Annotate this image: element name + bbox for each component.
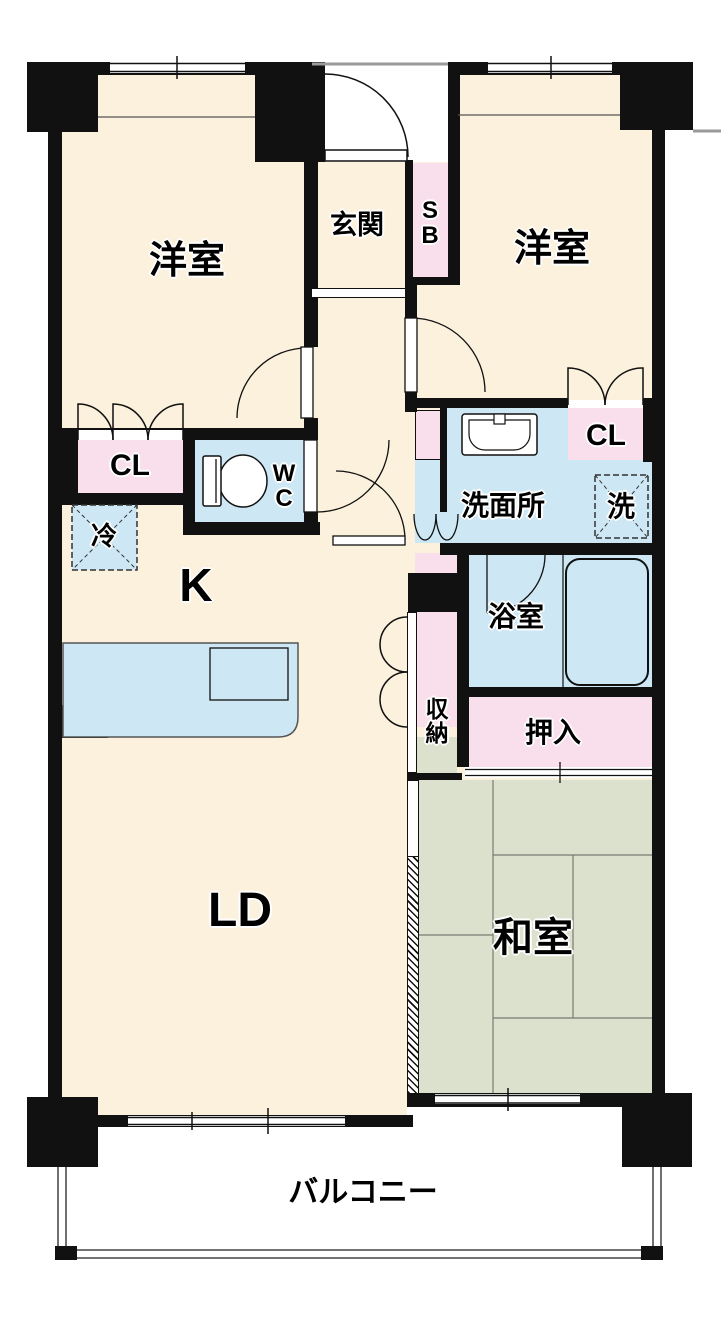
partition-door-leaf [407,780,419,857]
wall-hall-room2-stub [405,392,417,412]
room-futon-closet [467,697,652,767]
wall-cl1-left [62,440,78,493]
label-shoebox: S B [408,190,452,256]
label-living-dining: LD [208,883,272,937]
wall-top-right [455,62,620,75]
label-balcony: バルコニー [288,1176,438,1210]
label-wc-w: W [272,459,296,487]
label-storage: 収 納 [424,692,450,750]
wall-top-left [98,62,255,75]
pillar-top-left [27,62,98,132]
wall-cl2-right [643,408,652,462]
label-futon-closet: 押入 [524,717,581,749]
wall-storage-block [408,573,457,612]
wall-room2-bottom-l [417,398,568,408]
wall-sb-left [405,160,413,285]
label-western-room-left: 洋室 [148,240,225,283]
wall-kitchen-stub-thin [108,705,170,717]
storage-upper-strip [415,553,457,573]
label-wc-c: C [275,485,293,512]
storage-door-strip [407,612,417,773]
wall-cl1-wc-divider [183,428,195,535]
wall-left [48,62,62,1115]
room-japanese [419,780,652,1093]
wall-wc-stub [304,512,318,535]
label-storage-no: 納 [425,720,449,746]
wall-room1-right [304,162,318,347]
label-shoebox-s: S [421,196,438,224]
room-shoebox [413,163,452,277]
wall-room2-bottom-r [643,398,665,408]
label-fridge: 冷 [90,521,117,552]
label-bathroom: 浴室 [487,601,544,633]
label-washer: 洗 [606,491,635,523]
room-closet-right [568,408,643,462]
wall-washroom-bottom [440,543,665,555]
floor-base-left [62,72,407,1115]
label-washroom: 洗面所 [460,490,545,522]
label-japanese-room: 和室 [493,916,573,960]
wall-below-sb [405,277,453,285]
wall-bottom-ld [48,1115,413,1127]
pillar-bottom-left [27,1097,98,1167]
wall-right [652,62,665,1093]
room-washroom-upper [447,408,568,460]
partition-sliding-door [407,857,419,1093]
wall-cl1-bottom [62,493,185,505]
wall-washroom-left [440,408,447,512]
room-storage [417,612,457,727]
label-storage-shu: 収 [425,695,449,722]
label-closet-left: CL [110,449,150,483]
label-closet-right: CL [586,419,626,453]
wall-storage-bath-divider [457,555,469,767]
label-shoebox-b: B [421,222,439,249]
entrance-door-area [325,66,448,162]
wall-hall-room2 [405,285,417,318]
opening-closet-right [568,400,643,408]
opening-closet-left [78,430,183,440]
hall-cabinet [415,410,443,460]
entrance-threshold [312,288,405,298]
wall-entry-chunk [255,62,325,162]
wall-kitchen-stub-thick [60,705,108,738]
tatami-nook [417,737,457,773]
wall-wc-bottom [183,522,320,535]
label-kitchen: K [179,558,213,611]
label-western-room-right: 洋室 [513,228,590,271]
wall-nook-bottom [407,773,462,780]
label-wc: W C [265,456,303,516]
wall-room2-left [448,62,460,285]
room-closet-left [78,440,183,493]
wall-bottom-washitsu [407,1093,665,1107]
label-entrance: 玄関 [330,209,384,240]
wall-bath-bottom [458,687,665,697]
